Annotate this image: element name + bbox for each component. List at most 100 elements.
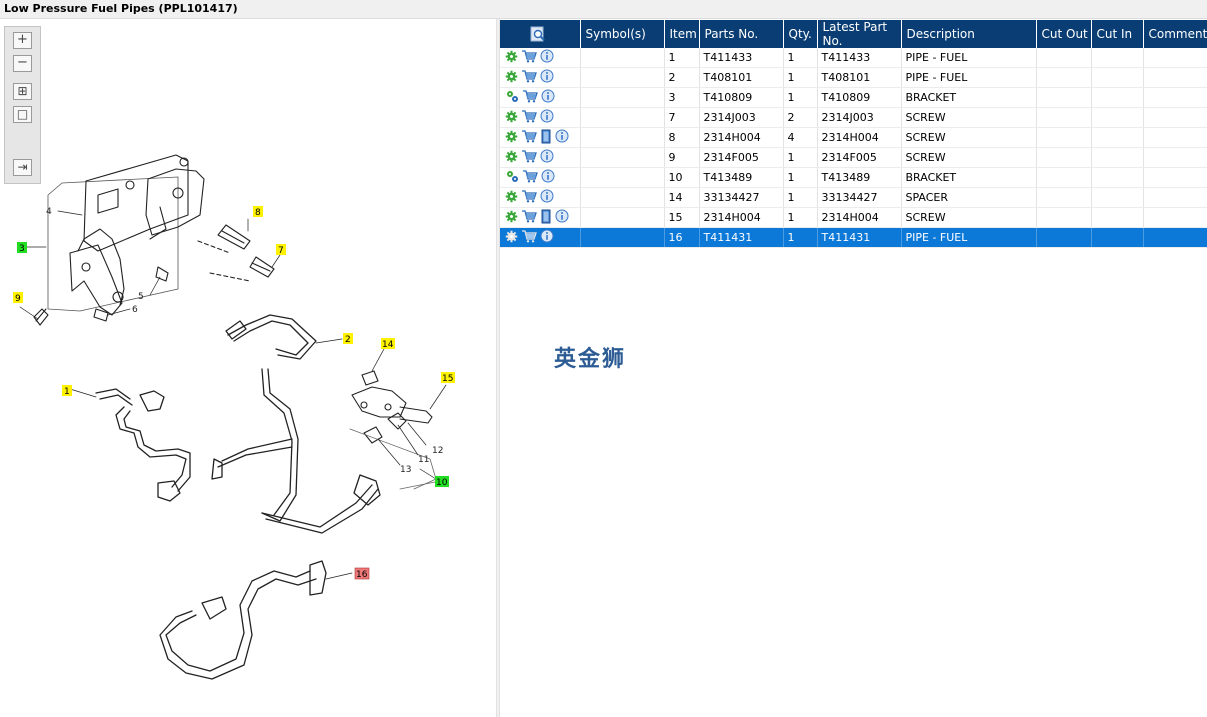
fit-all-button[interactable]: ⊞ xyxy=(13,83,32,100)
part-number-cell: T410809 xyxy=(699,87,784,108)
description-cell: SCREW xyxy=(901,127,1037,148)
column-header-parts-no[interactable]: Parts No. xyxy=(699,20,784,48)
cart-icon[interactable] xyxy=(521,129,537,146)
diagram-label-6: 6 xyxy=(132,305,138,315)
cart-icon[interactable] xyxy=(521,109,537,126)
gear-icon[interactable] xyxy=(505,130,518,146)
cart-icon[interactable] xyxy=(522,89,538,106)
row-action-icons xyxy=(500,167,581,188)
column-header-view[interactable] xyxy=(500,20,581,48)
gear-icon[interactable] xyxy=(505,190,518,206)
exploded-parts-diagram[interactable]: 4 5 6 11 12 13 1 2 3 7 xyxy=(0,19,496,717)
info-icon[interactable] xyxy=(555,129,569,146)
callout-16[interactable]: 16 xyxy=(354,567,370,580)
info-icon[interactable] xyxy=(555,209,569,226)
qty-cell: 1 xyxy=(783,167,818,188)
cut-in-cell xyxy=(1091,227,1144,248)
gears-icon[interactable] xyxy=(505,89,519,106)
part-number-cell: 2314F005 xyxy=(699,147,784,168)
pane-splitter[interactable] xyxy=(496,19,500,717)
cart-icon[interactable] xyxy=(521,49,537,66)
cut-in-cell xyxy=(1091,67,1144,88)
info-icon[interactable] xyxy=(540,229,554,246)
column-header-latest-part-no[interactable]: Latest Part No. xyxy=(817,20,902,48)
info-icon[interactable] xyxy=(540,69,554,86)
callout-8[interactable]: 8 xyxy=(253,206,263,218)
cut-out-cell xyxy=(1036,187,1092,208)
column-header-comment[interactable]: Comment xyxy=(1143,20,1207,48)
callout-2[interactable]: 2 xyxy=(343,333,353,345)
gear-icon[interactable] xyxy=(505,230,518,246)
info-icon[interactable] xyxy=(540,109,554,126)
comment-cell xyxy=(1143,48,1207,68)
comment-cell xyxy=(1143,167,1207,188)
column-header-symbols[interactable]: Symbol(s) xyxy=(580,20,665,48)
gear-icon[interactable] xyxy=(505,50,518,66)
cart-icon[interactable] xyxy=(521,149,537,166)
row-action-icons xyxy=(500,48,581,68)
preview-search-icon[interactable] xyxy=(530,26,546,42)
callout-7[interactable]: 7 xyxy=(276,244,286,256)
info-icon[interactable] xyxy=(540,189,554,206)
cut-out-cell xyxy=(1036,127,1092,148)
cut-out-cell xyxy=(1036,227,1092,248)
info-icon[interactable] xyxy=(541,89,555,106)
column-header-description[interactable]: Description xyxy=(901,20,1037,48)
info-icon[interactable] xyxy=(541,169,555,186)
callout-10[interactable]: 10 xyxy=(435,476,449,488)
column-header-cut-in[interactable]: Cut In xyxy=(1091,20,1144,48)
callout-15[interactable]: 15 xyxy=(441,372,455,384)
diagram-label-11: 11 xyxy=(418,455,429,465)
svg-text:7: 7 xyxy=(278,246,284,256)
symbols-cell xyxy=(580,207,665,228)
zoom-out-button[interactable]: − xyxy=(13,55,32,72)
cart-icon[interactable] xyxy=(521,209,537,226)
cart-icon[interactable] xyxy=(521,69,537,86)
gear-icon[interactable] xyxy=(505,210,518,226)
comment-cell xyxy=(1143,147,1207,168)
column-header-item[interactable]: Item xyxy=(664,20,700,48)
gear-icon[interactable] xyxy=(505,70,518,86)
cut-out-cell xyxy=(1036,48,1092,68)
zoom-in-button[interactable]: + xyxy=(13,32,32,49)
toggle-panel-button[interactable]: ⇥ xyxy=(13,159,32,176)
window-title: Low Pressure Fuel Pipes (PPL101417) xyxy=(4,2,238,15)
callout-14[interactable]: 14 xyxy=(381,338,395,350)
comment-cell xyxy=(1143,107,1207,128)
callout-3[interactable]: 3 xyxy=(17,242,27,254)
book-icon[interactable] xyxy=(540,129,552,147)
column-header-qty[interactable]: Qty. xyxy=(783,20,818,48)
cut-in-cell xyxy=(1091,187,1144,208)
info-icon[interactable] xyxy=(540,149,554,166)
actual-size-button[interactable]: □ xyxy=(13,106,32,123)
parts-grid-pane: Symbol(s) Item Parts No. Qty. Latest Par… xyxy=(500,19,1207,717)
info-icon[interactable] xyxy=(540,49,554,66)
latest-part-number-cell: T411433 xyxy=(817,48,902,68)
cart-icon[interactable] xyxy=(521,189,537,206)
column-header-cut-out[interactable]: Cut Out xyxy=(1036,20,1092,48)
part-number-cell: 2314H004 xyxy=(699,207,784,228)
gears-icon[interactable] xyxy=(505,169,519,186)
diagram-label-13: 13 xyxy=(400,465,411,475)
row-action-icons xyxy=(500,67,581,88)
comment-cell xyxy=(1143,127,1207,148)
cart-icon[interactable] xyxy=(521,229,537,246)
callout-1[interactable]: 1 xyxy=(62,385,72,397)
gear-icon[interactable] xyxy=(505,110,518,126)
cart-icon[interactable] xyxy=(522,169,538,186)
callout-9[interactable]: 9 xyxy=(13,292,23,304)
gear-icon[interactable] xyxy=(505,150,518,166)
book-icon[interactable] xyxy=(540,209,552,227)
diagram-pane[interactable]: 4 5 6 11 12 13 1 2 3 7 xyxy=(0,19,496,717)
description-cell: BRACKET xyxy=(901,167,1037,188)
